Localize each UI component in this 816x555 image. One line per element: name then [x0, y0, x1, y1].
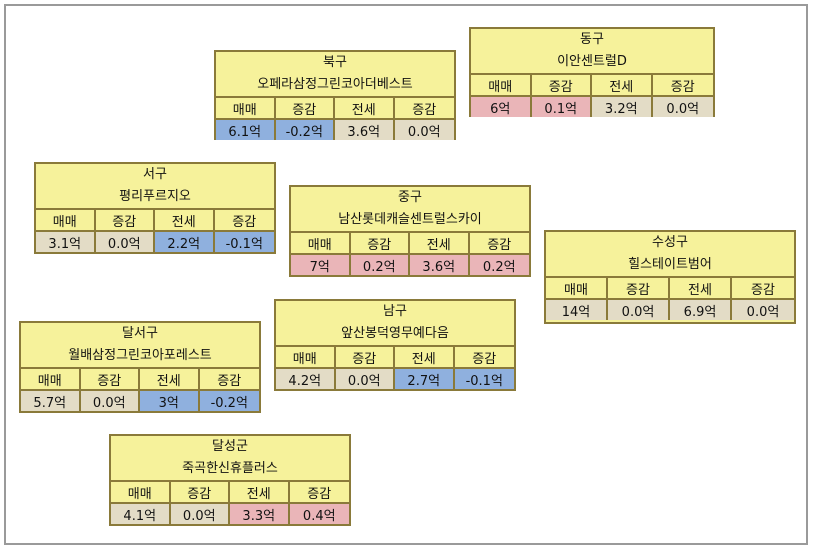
- district-name: 중구: [398, 190, 422, 205]
- value-sale: 14억: [546, 298, 608, 320]
- header-jeonse: 전세: [670, 276, 732, 298]
- price-table: 매매 증감 전세 증감 6억 0.1억 3.2억 0.0억: [471, 73, 713, 117]
- apartment-name: 오페라삼정그린코아더베스트: [257, 77, 413, 92]
- header-jeonse: 전세: [410, 231, 470, 253]
- value-jeonse-change: 0.4억: [289, 502, 349, 524]
- apartment-name: 월배삼정그린코아포레스트: [68, 348, 212, 363]
- value-sale: 4.1억: [111, 502, 171, 524]
- value-jeonse-change: 0.0억: [732, 298, 794, 320]
- district-name: 서구: [143, 167, 167, 182]
- price-table: 매매 증감 전세 증감 3.1억 0.0억 2.2억 -0.1억: [36, 208, 274, 252]
- value-jeonse-change: -0.1억: [214, 230, 274, 252]
- value-sale-change: 0.2억: [350, 253, 410, 275]
- value-sale-change: 0.0억: [80, 389, 140, 411]
- value-sale-change: 0.0억: [335, 367, 395, 389]
- value-jeonse: 3.3억: [230, 502, 290, 524]
- header-sale-change: 증감: [350, 231, 410, 253]
- district-name: 달성군: [212, 439, 248, 454]
- value-sale: 4.2억: [276, 367, 336, 389]
- header-jeonse: 전세: [335, 96, 395, 118]
- value-sale: 6억: [471, 95, 532, 117]
- price-table: 매매 증감 전세 증감 14억 0.0억 6.9억 0.0억: [546, 276, 794, 320]
- header-jeonse: 전세: [395, 345, 455, 367]
- apartment-name: 앞산봉덕영무예다음: [341, 326, 449, 341]
- value-sale-change: 0.0억: [170, 502, 230, 524]
- value-sale: 6.1억: [216, 118, 276, 140]
- header-sale: 매매: [36, 208, 96, 230]
- card-seogu: 서구 평리푸르지오 매매 증감 전세 증감 3.1억 0.0억 2.2억 -0.…: [34, 162, 276, 254]
- value-sale-change: 0.0억: [608, 298, 670, 320]
- district-name: 수성구: [652, 235, 688, 250]
- header-jeonse: 전세: [230, 480, 290, 502]
- header-jeonse: 전세: [140, 367, 200, 389]
- district-name: 달서구: [122, 326, 158, 341]
- header-jeonse-change: 증감: [289, 480, 349, 502]
- header-jeonse-change: 증감: [214, 208, 274, 230]
- price-table: 매매 증감 전세 증감 4.2억 0.0억 2.7억 -0.1억: [276, 345, 514, 389]
- header-sale-change: 증감: [335, 345, 395, 367]
- apartment-name: 힐스테이트범어: [628, 257, 712, 272]
- apartment-name: 이안센트럴D: [557, 54, 627, 69]
- header-sale-change: 증감: [531, 73, 592, 95]
- apartment-name: 평리푸르지오: [119, 189, 191, 204]
- card-dalseonggun: 달성군 죽곡한신휴플러스 매매 증감 전세 증감 4.1억 0.0억 3.3억 …: [109, 434, 351, 526]
- header-jeonse-change: 증감: [454, 345, 514, 367]
- value-sale: 7억: [291, 253, 351, 275]
- card-dalseogu: 달서구 월배삼정그린코아포레스트 매매 증감 전세 증감 5.7억 0.0억 3…: [19, 321, 261, 413]
- apartment-name: 죽곡한신휴플러스: [182, 461, 278, 476]
- value-sale: 3.1억: [36, 230, 96, 252]
- value-jeonse-change: -0.2억: [199, 389, 259, 411]
- header-sale-change: 증감: [80, 367, 140, 389]
- card-donggu: 동구 이안센트럴D 매매 증감 전세 증감 6억 0.1억 3.2억 0.0억: [469, 27, 715, 117]
- header-jeonse-change: 증감: [652, 73, 713, 95]
- value-jeonse: 2.2억: [155, 230, 215, 252]
- header-sale: 매매: [216, 96, 276, 118]
- value-jeonse-change: 0.0억: [652, 95, 713, 117]
- price-table: 매매 증감 전세 증감 6.1억 -0.2억 3.6억 0.0억: [216, 96, 454, 140]
- header-sale: 매매: [21, 367, 81, 389]
- district-name: 동구: [580, 32, 604, 47]
- district-name: 북구: [323, 55, 347, 70]
- header-jeonse-change: 증감: [732, 276, 794, 298]
- header-jeonse: 전세: [155, 208, 215, 230]
- card-suseonggu: 수성구 힐스테이트범어 매매 증감 전세 증감 14억 0.0억 6.9억 0.…: [544, 230, 796, 324]
- price-table: 매매 증감 전세 증감 4.1억 0.0억 3.3억 0.4억: [111, 480, 349, 524]
- header-sale-change: 증감: [608, 276, 670, 298]
- price-table: 매매 증감 전세 증감 5.7억 0.0억 3억 -0.2억: [21, 367, 259, 411]
- value-jeonse: 6.9억: [670, 298, 732, 320]
- card-namgu: 남구 앞산봉덕영무예다음 매매 증감 전세 증감 4.2억 0.0억 2.7억 …: [274, 299, 516, 391]
- value-jeonse-change: 0.0억: [394, 118, 454, 140]
- value-jeonse-change: -0.1억: [454, 367, 514, 389]
- value-jeonse: 3.2억: [592, 95, 653, 117]
- apartment-name: 남산롯데캐슬센트럴스카이: [338, 212, 482, 227]
- value-jeonse: 3.6억: [410, 253, 470, 275]
- header-jeonse: 전세: [592, 73, 653, 95]
- header-sale-change: 증감: [95, 208, 155, 230]
- header-sale: 매매: [546, 276, 608, 298]
- value-sale-change: 0.1억: [531, 95, 592, 117]
- header-sale: 매매: [276, 345, 336, 367]
- value-jeonse: 3.6억: [335, 118, 395, 140]
- value-jeonse: 2.7억: [395, 367, 455, 389]
- value-jeonse: 3억: [140, 389, 200, 411]
- value-sale: 5.7억: [21, 389, 81, 411]
- header-jeonse-change: 증감: [469, 231, 529, 253]
- value-sale-change: -0.2억: [275, 118, 335, 140]
- district-name: 남구: [383, 304, 407, 319]
- card-bukgu: 북구 오페라삼정그린코아더베스트 매매 증감 전세 증감 6.1억 -0.2억 …: [214, 50, 456, 140]
- header-sale-change: 증감: [275, 96, 335, 118]
- value-jeonse-change: 0.2억: [469, 253, 529, 275]
- header-sale-change: 증감: [170, 480, 230, 502]
- header-sale: 매매: [291, 231, 351, 253]
- value-sale-change: 0.0억: [95, 230, 155, 252]
- price-table: 매매 증감 전세 증감 7억 0.2억 3.6억 0.2억: [291, 231, 529, 275]
- header-jeonse-change: 증감: [394, 96, 454, 118]
- card-junggu: 중구 남산롯데캐슬센트럴스카이 매매 증감 전세 증감 7억 0.2억 3.6억…: [289, 185, 531, 277]
- header-sale: 매매: [471, 73, 532, 95]
- header-jeonse-change: 증감: [199, 367, 259, 389]
- header-sale: 매매: [111, 480, 171, 502]
